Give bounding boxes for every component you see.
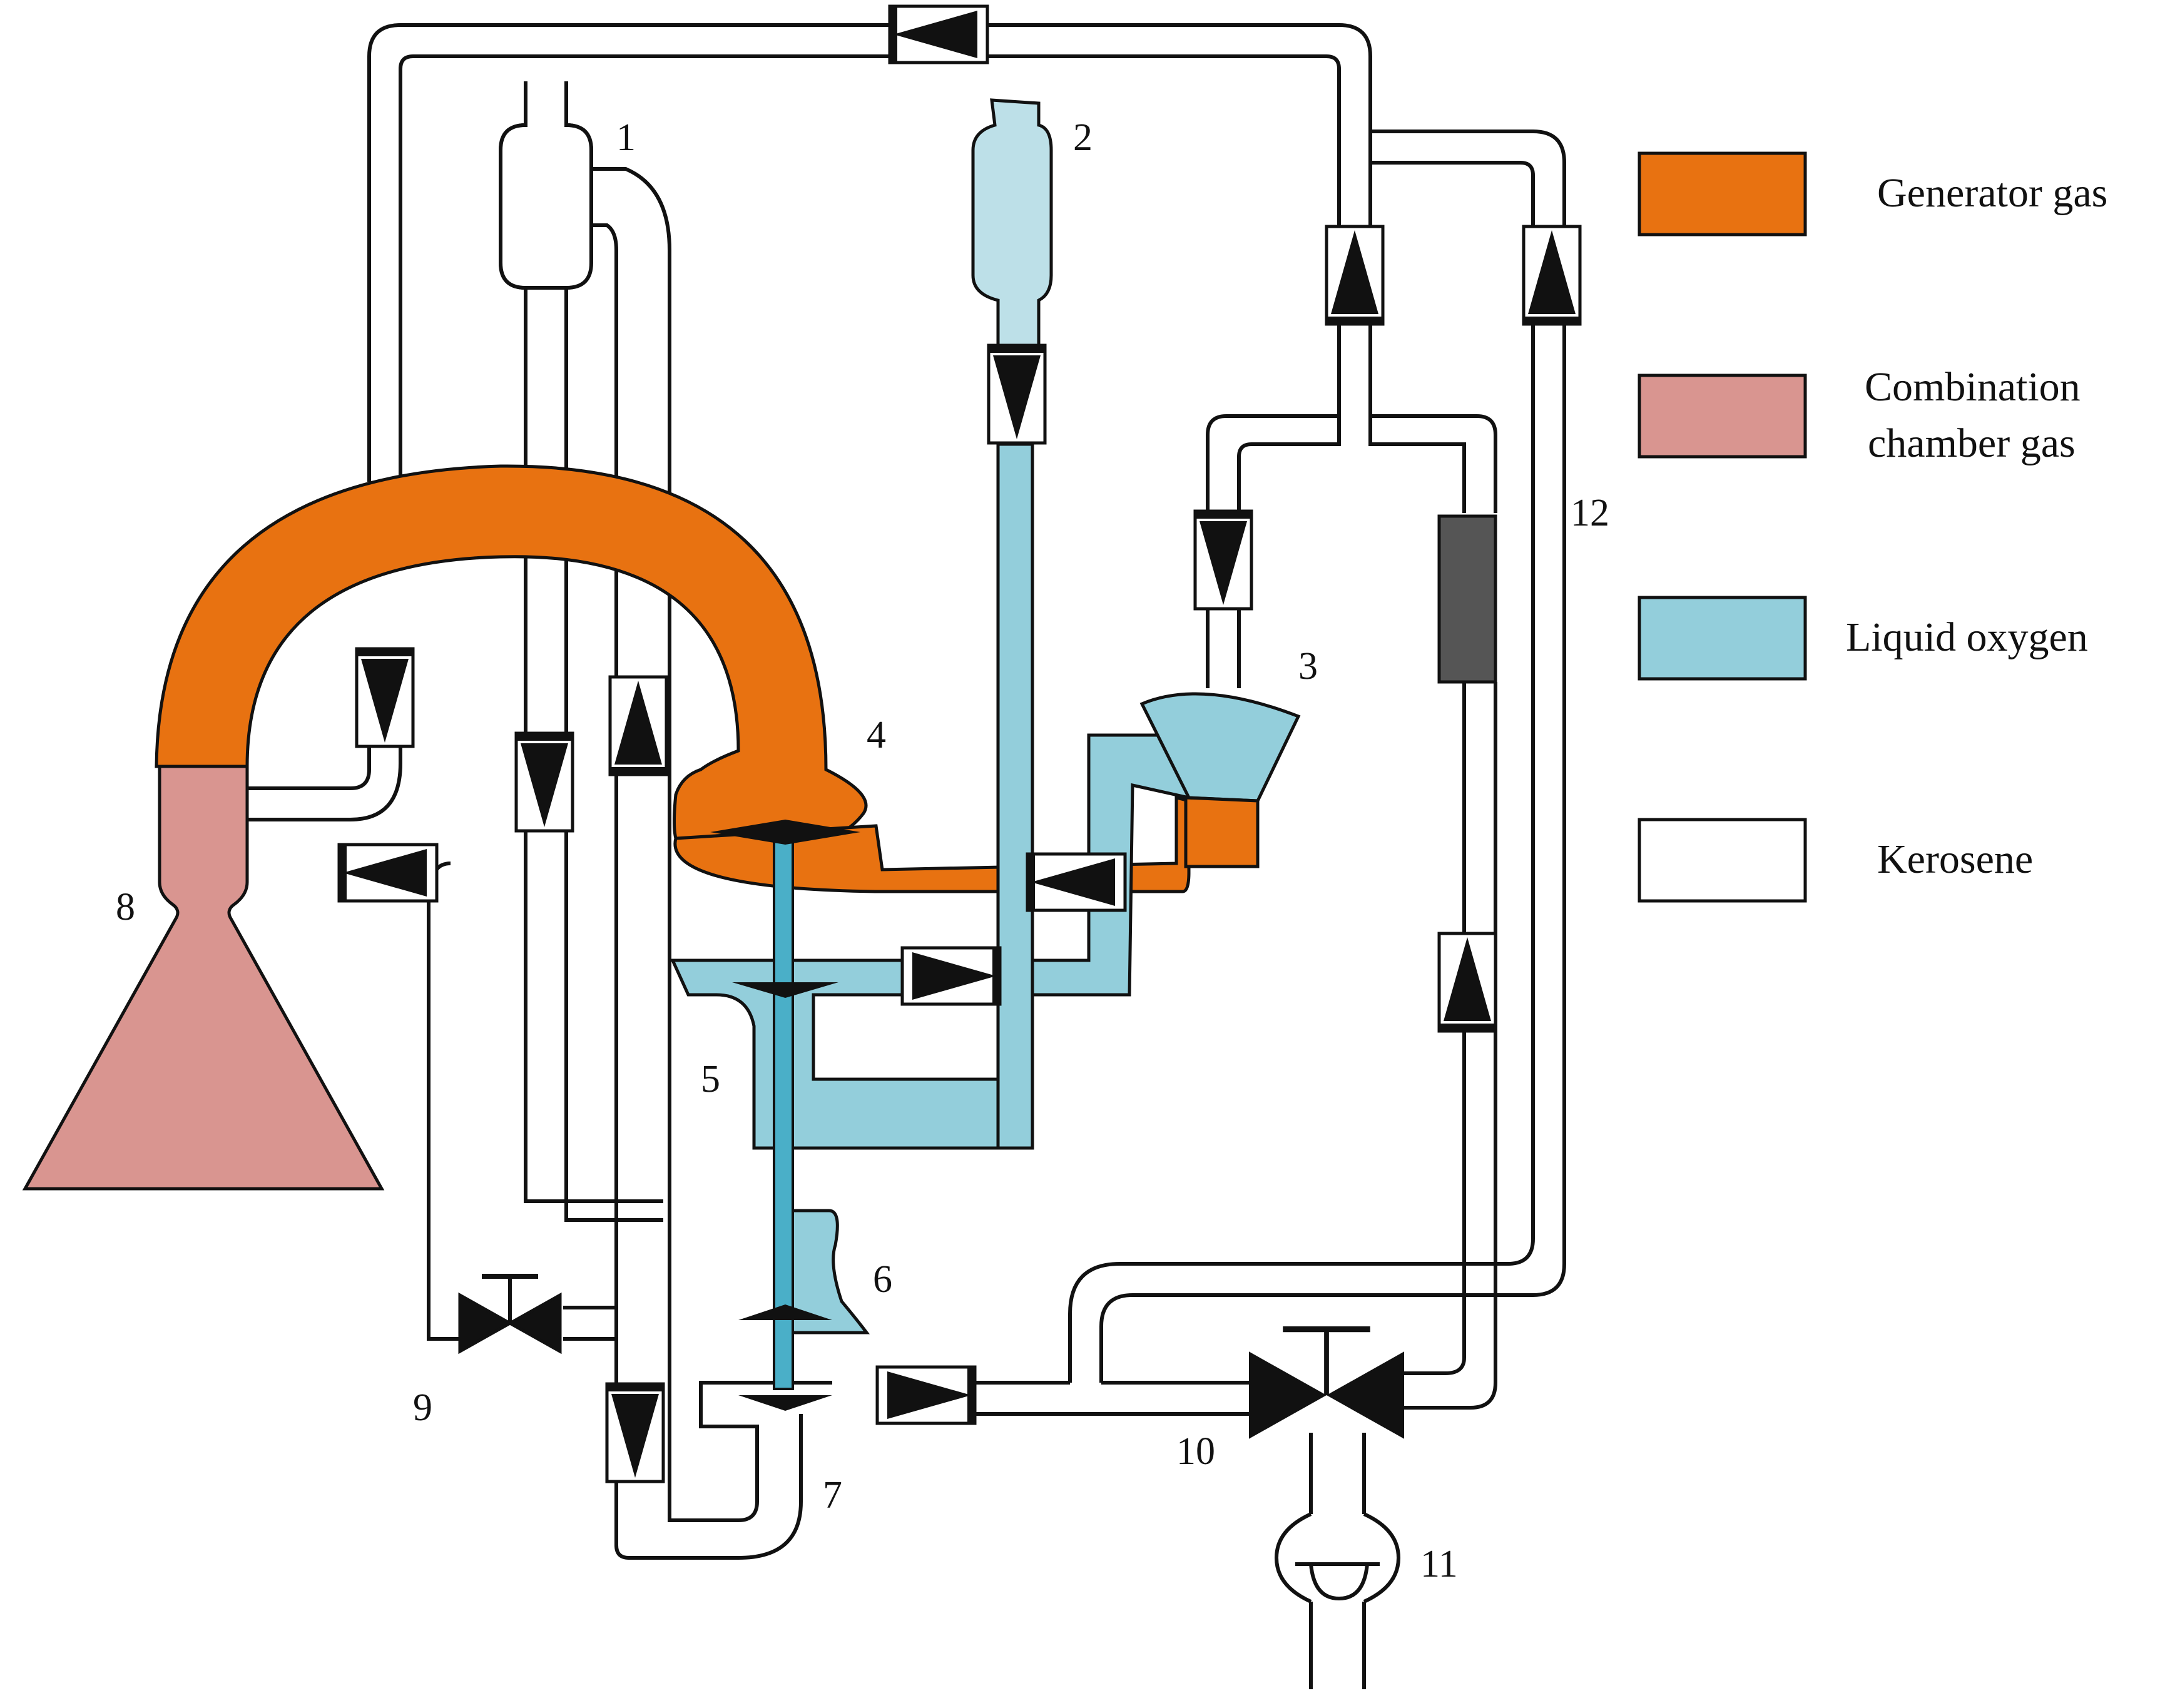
check-valve-top bbox=[890, 6, 987, 63]
inlet-11 bbox=[1274, 1512, 1401, 1604]
check-valve-chamber bbox=[339, 845, 437, 901]
label-1: 1 bbox=[616, 116, 636, 159]
legend-label-chamber-gas-2: chamber gas bbox=[1868, 420, 2076, 466]
check-valve-pump-outlet bbox=[877, 1367, 975, 1423]
label-7: 7 bbox=[823, 1474, 842, 1517]
filter-element bbox=[1437, 514, 1497, 684]
label-12: 12 bbox=[1571, 492, 1609, 534]
kerosene-tank-1 bbox=[499, 81, 593, 290]
check-valve-oxygen bbox=[989, 345, 1045, 443]
legend-swatch-generator-gas bbox=[1638, 151, 1807, 236]
check-valve-right-1 bbox=[1327, 226, 1383, 324]
generator-gas-duct bbox=[155, 464, 868, 855]
combustion-chamber-nozzle bbox=[22, 765, 385, 1191]
legend: Generator gas Combination chamber gas Li… bbox=[1638, 151, 2107, 903]
label-11: 11 bbox=[1420, 1543, 1458, 1585]
check-valve-right-2 bbox=[1524, 226, 1580, 324]
shutoff-valve-9 bbox=[460, 1276, 560, 1351]
label-2: 2 bbox=[1073, 116, 1093, 159]
legend-swatch-liquid-oxygen bbox=[1638, 596, 1807, 681]
legend-label-generator-gas: Generator gas bbox=[1877, 170, 2107, 216]
check-valve-kerosene-2 bbox=[610, 677, 666, 775]
legend-swatch-kerosene bbox=[1638, 818, 1807, 903]
turbopump-shaft bbox=[710, 820, 860, 1411]
label-4: 4 bbox=[867, 714, 886, 756]
label-5: 5 bbox=[701, 1058, 720, 1101]
check-valve-gg-gas bbox=[1027, 854, 1125, 910]
legend-label-kerosene: Kerosene bbox=[1877, 836, 2033, 882]
label-3: 3 bbox=[1298, 645, 1318, 688]
legend-swatch-chamber-gas bbox=[1638, 374, 1807, 459]
check-valve-pump-inlet bbox=[607, 1384, 663, 1482]
shutoff-valve-10 bbox=[1249, 1326, 1404, 1439]
check-valve-left bbox=[357, 649, 413, 746]
label-9: 9 bbox=[413, 1386, 432, 1429]
label-10: 10 bbox=[1176, 1430, 1215, 1473]
gas-generator-3 bbox=[1139, 692, 1301, 803]
pump-6-housing bbox=[783, 1209, 870, 1334]
check-valve-kerosene-1 bbox=[516, 733, 573, 831]
check-valve-return bbox=[1439, 933, 1495, 1031]
label-6: 6 bbox=[873, 1258, 892, 1301]
check-valve-gg-feed bbox=[1195, 511, 1251, 609]
oxygen-tank-2 bbox=[971, 98, 1053, 352]
check-valve-oxidizer bbox=[902, 948, 1000, 1004]
legend-label-liquid-oxygen: Liquid oxygen bbox=[1846, 614, 2088, 660]
label-8: 8 bbox=[116, 886, 135, 928]
legend-label-chamber-gas-1: Combination bbox=[1865, 364, 2081, 410]
